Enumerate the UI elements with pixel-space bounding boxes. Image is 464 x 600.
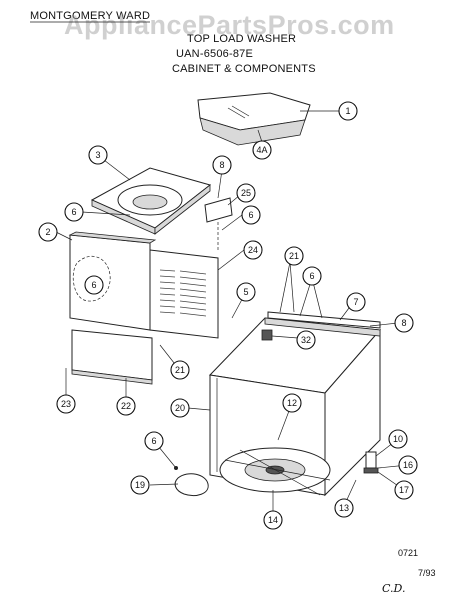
diagram-code: 0721 (398, 548, 419, 558)
svg-text:32: 32 (301, 335, 311, 345)
bracket-part (204, 197, 233, 250)
svg-text:17: 17 (399, 485, 409, 495)
callout-19: 19 (130, 475, 150, 495)
svg-text:6: 6 (91, 280, 96, 290)
callout-7: 7 (346, 292, 366, 312)
svg-text:8: 8 (401, 318, 406, 328)
svg-text:6: 6 (71, 207, 76, 217)
callout-6: 6 (302, 266, 322, 286)
callout-22: 22 (116, 396, 136, 416)
section-title: CABINET & COMPONENTS (172, 63, 316, 75)
callout-13: 13 (334, 498, 354, 518)
callout-23: 23 (56, 394, 76, 414)
callout-8: 8 (212, 155, 232, 175)
callout-6: 6 (144, 431, 164, 451)
svg-text:6: 6 (151, 436, 156, 446)
svg-text:16: 16 (403, 460, 413, 470)
callout-16: 16 (398, 455, 418, 475)
callout-14: 14 (263, 510, 283, 530)
callout-32: 32 (296, 330, 316, 350)
callout-10: 10 (388, 429, 408, 449)
rear-panel-part (149, 249, 219, 339)
svg-text:3: 3 (95, 150, 100, 160)
svg-text:21: 21 (175, 365, 185, 375)
callout-21: 21 (284, 246, 304, 266)
control-console-part (197, 92, 311, 146)
svg-text:25: 25 (241, 188, 251, 198)
callout-6: 6 (241, 205, 261, 225)
callout-24: 24 (243, 240, 263, 260)
svg-text:7: 7 (353, 297, 358, 307)
callout-5: 5 (236, 282, 256, 302)
callout-2: 2 (38, 222, 58, 242)
clip-part (261, 329, 273, 341)
svg-text:14: 14 (268, 515, 278, 525)
callout-1: 1 (338, 101, 358, 121)
callout-6: 6 (64, 202, 84, 222)
svg-text:8: 8 (219, 160, 224, 170)
callout-3: 3 (88, 145, 108, 165)
callout-6: 6 (84, 275, 104, 295)
callout-17: 17 (394, 480, 414, 500)
screw-marker (174, 466, 178, 470)
svg-text:1: 1 (345, 106, 350, 116)
hose-bracket-part (174, 473, 209, 497)
svg-text:21: 21 (289, 251, 299, 261)
svg-text:23: 23 (61, 399, 71, 409)
svg-text:13: 13 (339, 503, 349, 513)
svg-text:4A: 4A (256, 145, 267, 155)
callout-20: 20 (170, 398, 190, 418)
model-number-label: UAN-6506-87E (176, 48, 253, 60)
svg-text:20: 20 (175, 403, 185, 413)
kick-plate-part (71, 329, 153, 385)
callout-25: 25 (236, 183, 256, 203)
brand-label: MONTGOMERY WARD (30, 10, 151, 22)
leveling-foot-part (363, 451, 379, 474)
front-panel-part (68, 231, 157, 331)
top-lid-part (90, 167, 212, 235)
svg-text:12: 12 (287, 398, 297, 408)
rail-part (267, 311, 381, 329)
callout-8: 8 (394, 313, 414, 333)
svg-text:5: 5 (243, 287, 248, 297)
initials: C.D. (382, 582, 406, 595)
callout-21: 21 (170, 360, 190, 380)
revision-date: 7/93 (418, 568, 436, 578)
watermark: AppliancePartsPros.com (64, 10, 395, 40)
svg-text:24: 24 (248, 245, 258, 255)
svg-text:10: 10 (393, 434, 403, 444)
svg-text:6: 6 (248, 210, 253, 220)
svg-text:2: 2 (45, 227, 50, 237)
callout-4a: 4A (252, 140, 272, 160)
callout-12: 12 (282, 393, 302, 413)
svg-text:19: 19 (135, 480, 145, 490)
svg-text:22: 22 (121, 401, 131, 411)
svg-text:6: 6 (309, 271, 314, 281)
product-type-label: TOP LOAD WASHER (187, 33, 297, 45)
